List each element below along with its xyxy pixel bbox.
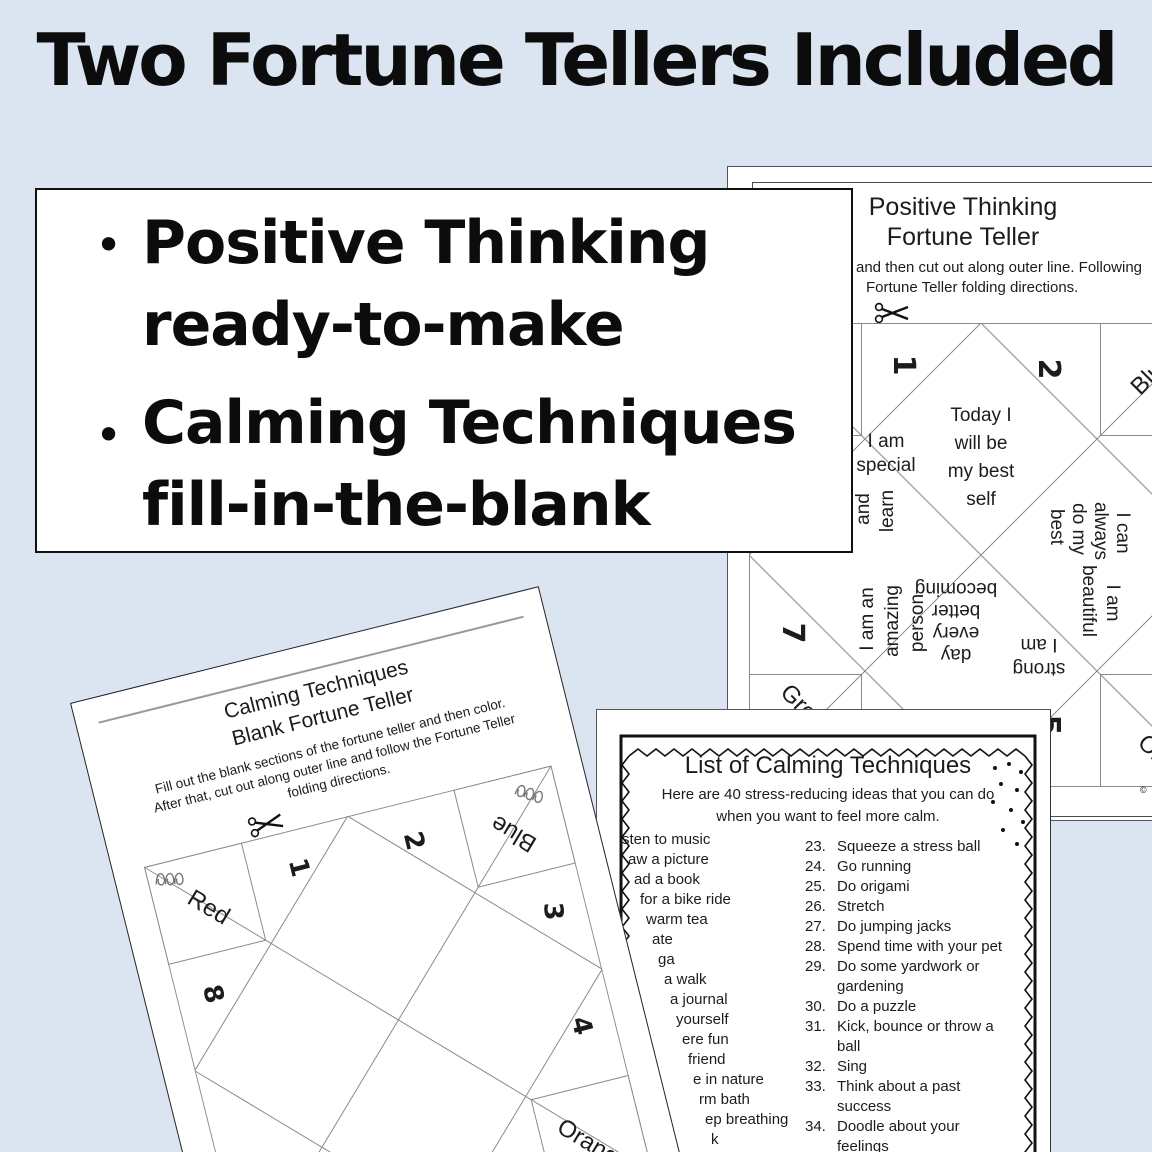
- list-item: 25.Do origami: [805, 878, 910, 895]
- feature-line: ready-to-make: [142, 290, 625, 360]
- corner-dots-decoration: [991, 762, 1025, 846]
- copyright-mark: ©: [1140, 785, 1147, 795]
- number-7: 7: [775, 623, 810, 644]
- scissors-icon: [874, 302, 909, 324]
- list-item-fragment: sten to music: [622, 831, 711, 848]
- affirmation-beautiful: beautiful: [1078, 565, 1099, 637]
- affirmation-special: special: [856, 455, 915, 476]
- list-item-fragment: rm bath: [699, 1091, 750, 1108]
- affirmation-becoming: becoming: [915, 578, 997, 599]
- page-title: Two Fortune Tellers Included: [36, 18, 1119, 102]
- affirmation-today: will be: [954, 433, 1008, 454]
- affirmation-becoming: every: [932, 622, 979, 643]
- list-item: feelings: [837, 1138, 889, 1152]
- affirmation-always: always: [1090, 502, 1111, 560]
- blank-fortune-teller-template: 1 2 3 4 7 8 Red Blue Orange: [143, 765, 654, 1152]
- affirmation-learn: learn: [877, 490, 898, 532]
- feature-line: Positive Thinking: [142, 208, 710, 278]
- feature-line: Calming Techniques: [142, 388, 797, 458]
- calming-techniques-list-worksheet: List of Calming Techniques Here are 40 s…: [596, 709, 1051, 1152]
- list-right-column: 23.Squeeze a stress ball 24.Go running 2…: [805, 838, 1002, 1152]
- number-3: 3: [537, 901, 568, 921]
- list-item-fragment: yourself: [676, 1011, 729, 1028]
- list-item: 29.Do some yardwork or: [805, 958, 980, 975]
- affirmation-special: I am: [868, 431, 905, 452]
- blank-fortune-teller-worksheet: Calming Techniques Blank Fortune Teller …: [70, 586, 706, 1152]
- feature-summary-box: • • Positive Thinking ready-to-make Calm…: [35, 188, 853, 553]
- list-item-fragment: friend: [688, 1051, 726, 1068]
- affirmation-learn: and: [853, 493, 874, 525]
- list-item-fragment: a walk: [664, 971, 707, 988]
- affirmation-becoming: day: [940, 644, 971, 665]
- affirmation-amazing: I am an: [857, 587, 878, 650]
- affirmation-today: Today I: [950, 405, 1011, 426]
- feature-line: fill-in-the-blank: [142, 470, 651, 540]
- list-item: success: [837, 1098, 892, 1115]
- affirmation-today: self: [966, 489, 996, 510]
- list-item-fragment: e in nature: [693, 1071, 764, 1088]
- affirmation-always: best: [1046, 509, 1067, 546]
- list-item: 26.Stretch: [805, 898, 885, 915]
- number-1: 1: [886, 355, 921, 376]
- list-item: 28.Spend time with your pet: [805, 938, 1003, 955]
- bullet-dot: •: [95, 218, 123, 272]
- affirmation-strong: I am: [1021, 634, 1058, 655]
- number-2: 2: [1031, 359, 1066, 380]
- worksheet-instructions-line2: Fortune Teller folding directions.: [866, 279, 1079, 296]
- list-item-fragment: aw a picture: [628, 851, 709, 868]
- list-item: gardening: [837, 978, 904, 995]
- list-item-fragment: k: [711, 1131, 719, 1148]
- affirmation-beautiful: I am: [1102, 585, 1123, 622]
- list-item-fragment: ga: [658, 951, 675, 968]
- list-item: 23.Squeeze a stress ball: [805, 838, 981, 855]
- list-item-fragment: for a bike ride: [640, 891, 731, 908]
- list-item: 27.Do jumping jacks: [805, 918, 952, 935]
- list-item-fragment: a journal: [670, 991, 728, 1008]
- list-item: 33.Think about a past: [805, 1078, 961, 1095]
- worksheet-instructions-line1: and then cut out along outer line. Follo…: [856, 259, 1143, 276]
- list-item: 31.Kick, bounce or throw a: [805, 1018, 994, 1035]
- scissors-icon: [247, 813, 284, 838]
- affirmation-always: I can: [1112, 512, 1133, 553]
- list-item-fragment: warm tea: [646, 911, 708, 928]
- affirmation-amazing: person: [907, 594, 928, 652]
- affirmation-today: my best: [948, 461, 1015, 482]
- list-subtitle-line2: when you want to feel more calm.: [716, 808, 940, 825]
- list-item-fragment: ad a book: [634, 871, 700, 888]
- list-item: 34.Doodle about your: [805, 1118, 960, 1135]
- affirmation-amazing: amazing: [882, 585, 903, 657]
- affirmation-strong: strong: [1013, 658, 1066, 679]
- list-item: 32.Sing: [805, 1058, 868, 1075]
- worksheet-title-line2: Fortune Teller: [886, 223, 1040, 251]
- list-subtitle-line1: Here are 40 stress-reducing ideas that y…: [661, 786, 995, 803]
- squiggle-doodle: [155, 784, 543, 886]
- list-item-fragment: ate: [652, 931, 673, 948]
- list-item-fragment: ep breathing: [705, 1111, 789, 1128]
- list-item: 30.Do a puzzle: [805, 998, 917, 1015]
- affirmation-becoming: better: [931, 600, 980, 621]
- bullet-dot: •: [95, 408, 123, 462]
- list-title: List of Calming Techniques: [684, 752, 972, 779]
- affirmation-always: do my: [1068, 503, 1089, 555]
- list-item: 24.Go running: [805, 858, 912, 875]
- list-item-fragment: ere fun: [682, 1031, 729, 1048]
- worksheet-title-line1: Positive Thinking: [868, 193, 1058, 221]
- list-item: ball: [837, 1038, 861, 1055]
